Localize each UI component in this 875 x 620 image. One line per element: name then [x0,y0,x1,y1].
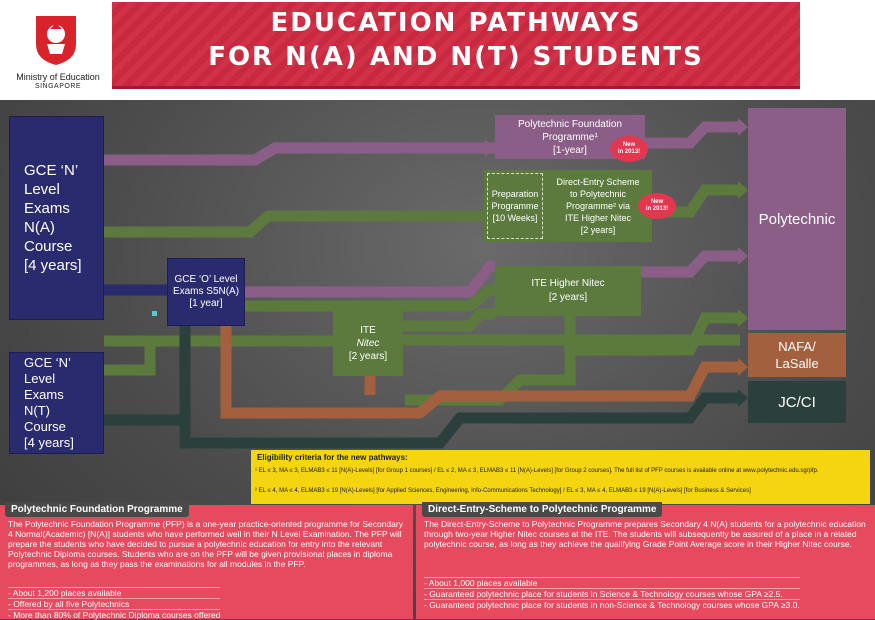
badge-line: in 2013! [617,149,641,155]
des-line: to Polytechnic [569,189,627,199]
na-line: Level [24,181,60,198]
des-line: ITE Higher Nitec [564,213,632,223]
eligibility-row-2: ² EL ≤ 4, MA ≤ 4, ELMAB3 ≤ 19 [N(A)-Leve… [255,488,751,494]
list-item: - Guaranteed polytechnic place for stude… [424,588,800,599]
prep-line: Preparation [491,189,539,199]
nt-line: N(T) [24,403,50,418]
des-panel-body: The Direct-Entry-Scheme to Polytechnic P… [424,519,866,549]
des-panel-heading: Direct-Entry-Scheme to Polytechnic Progr… [422,502,663,517]
pfp-line: Polytechnic Foundation [518,118,622,130]
na-line: Exams [24,200,70,217]
arrowhead-poly-2 [738,181,748,199]
arrow-pfp-to-poly [645,121,738,149]
prep-line: [10 Weeks] [492,213,538,223]
arrow-olevel-purple [243,260,495,298]
header: Ministry of Education SINGAPORE EDUCATIO… [0,0,875,100]
olevel-line: GCE ‘O’ Level [174,274,238,285]
des-line: Direct-Entry Scheme [556,177,640,187]
arrow-hnitec-to-poly [570,312,738,356]
polytechnic-box: Polytechnic [748,108,846,330]
nafa-lasalle-box: NAFA/ LaSalle [748,333,846,377]
prep-line: Programme [491,201,539,211]
nt-line: GCE ‘N’ [24,355,71,370]
decorative-dot [152,311,157,316]
jc-label: JC/CI [778,393,816,411]
o-level-exams-box: GCE ‘O’ Level Exams S5N(A) [1 year] [167,258,245,326]
preparation-programme-box: Preparation Programme [10 Weeks] [487,173,543,239]
pfp-panel-bullets: - About 1,200 places available - Offered… [8,587,221,620]
arrow-olevel-jc [179,324,738,449]
arrowhead-poly-4 [738,309,748,327]
badge-line: in 2013! [645,206,669,212]
badge-line: New [622,142,636,148]
title-banner: EDUCATION PATHWAYS FOR N(A) AND N(T) STU… [112,2,800,89]
badge-line: New [650,199,664,205]
title-line-2: FOR N(A) AND N(T) STUDENTS [208,42,704,72]
olevel-line: Exams S5N(A) [172,286,240,297]
nt-line: Level [24,371,56,386]
nt-line: Course [24,419,66,434]
polytechnic-label: Polytechnic [758,210,836,228]
pfp-info-panel: Polytechnic Foundation Programme The Pol… [0,502,413,620]
list-item: - Offered by all five Polytechnics [8,598,221,609]
gce-n-nt-course-box: GCE ‘N’ Level Exams N(T) Course [4 years… [9,352,104,454]
nt-line: [4 years] [24,435,74,450]
arrowhead-nafa [738,358,748,376]
arrowhead-jc [738,389,748,407]
arrow-olevel-brown [220,324,738,419]
hnitec-line: ITE Higher Nitec [531,278,605,289]
list-item: - Guaranteed polytechnic place for stude… [424,599,800,610]
nitec-line: [2 years] [348,350,388,362]
pfp-line: Programme¹ [542,131,598,143]
ministry-name: Ministry of Education SINGAPORE [10,72,106,92]
olevel-line: [1 year] [189,298,223,309]
arrow-hnitec-purple [641,250,738,278]
new-in-2013-badge: New in 2013! [638,193,676,219]
ite-nitec-box: ITE Nitec [2 years] [333,310,403,376]
gce-n-na-course-box: GCE ‘N’ Level Exams N(A) Course [4 years… [9,116,104,320]
des-info-panel: Direct-Entry-Scheme to Polytechnic Progr… [416,502,875,619]
direct-entry-scheme-box: Direct-Entry Scheme to Polytechnic Progr… [546,173,650,239]
arrow-olevel-green [243,284,495,312]
list-item: - More than 80% of Polytechnic Diploma c… [8,609,221,620]
eligibility-heading: Eligibility criteria for the new pathway… [257,453,408,462]
nitec-line: Nitec [356,337,380,349]
na-line: Course [24,238,73,255]
list-item: - About 1,000 places available [424,577,800,588]
nt-line: Exams [24,387,64,402]
arrowhead-poly-3 [738,247,748,265]
des-line: Programme² via [565,201,630,211]
des-line: [2 years] [580,225,616,235]
arrow-nitec-to-hnitec [403,308,495,332]
pfp-line: [1-year] [553,144,587,156]
title-line-1: EDUCATION PATHWAYS [270,8,642,38]
arrow-na-to-pfp [104,142,495,166]
nitec-line: ITE [360,324,376,336]
list-item: - About 1,200 places available [8,587,221,598]
ministry-name-text: Ministry of Education [16,72,100,82]
moe-crest-icon [36,16,76,65]
na-line: N(A) [24,219,55,236]
arrow-nt-green [104,343,156,376]
nafa-line: LaSalle [775,356,819,371]
nafa-line: NAFA/ [778,339,816,354]
pfp-panel-body: The Polytechnic Foundation Programme (PF… [8,519,403,569]
hnitec-line: [2 years] [548,292,588,303]
arrow-na-to-des [104,210,484,238]
na-line: GCE ‘N’ [24,162,79,179]
arrowhead-pfp [485,139,495,157]
eligibility-row-1: ¹ EL ≤ 3, MA ≤ 3, ELMAB3 ≤ 11 [N(A)-Leve… [255,468,819,474]
eligibility-criteria: Eligibility criteria for the new pathway… [251,450,870,504]
arrowhead-poly-1 [738,118,748,136]
jc-ci-box: JC/CI [748,381,846,423]
pfp-panel-heading: Polytechnic Foundation Programme [5,502,189,517]
ite-higher-nitec-box: ITE Higher Nitec [2 years] [495,266,641,316]
na-line: [4 years] [24,257,82,274]
ministry-country-text: SINGAPORE [34,83,82,90]
des-panel-bullets: - About 1,000 places available - Guarant… [424,577,800,610]
new-in-2013-badge: New in 2013! [610,136,648,162]
